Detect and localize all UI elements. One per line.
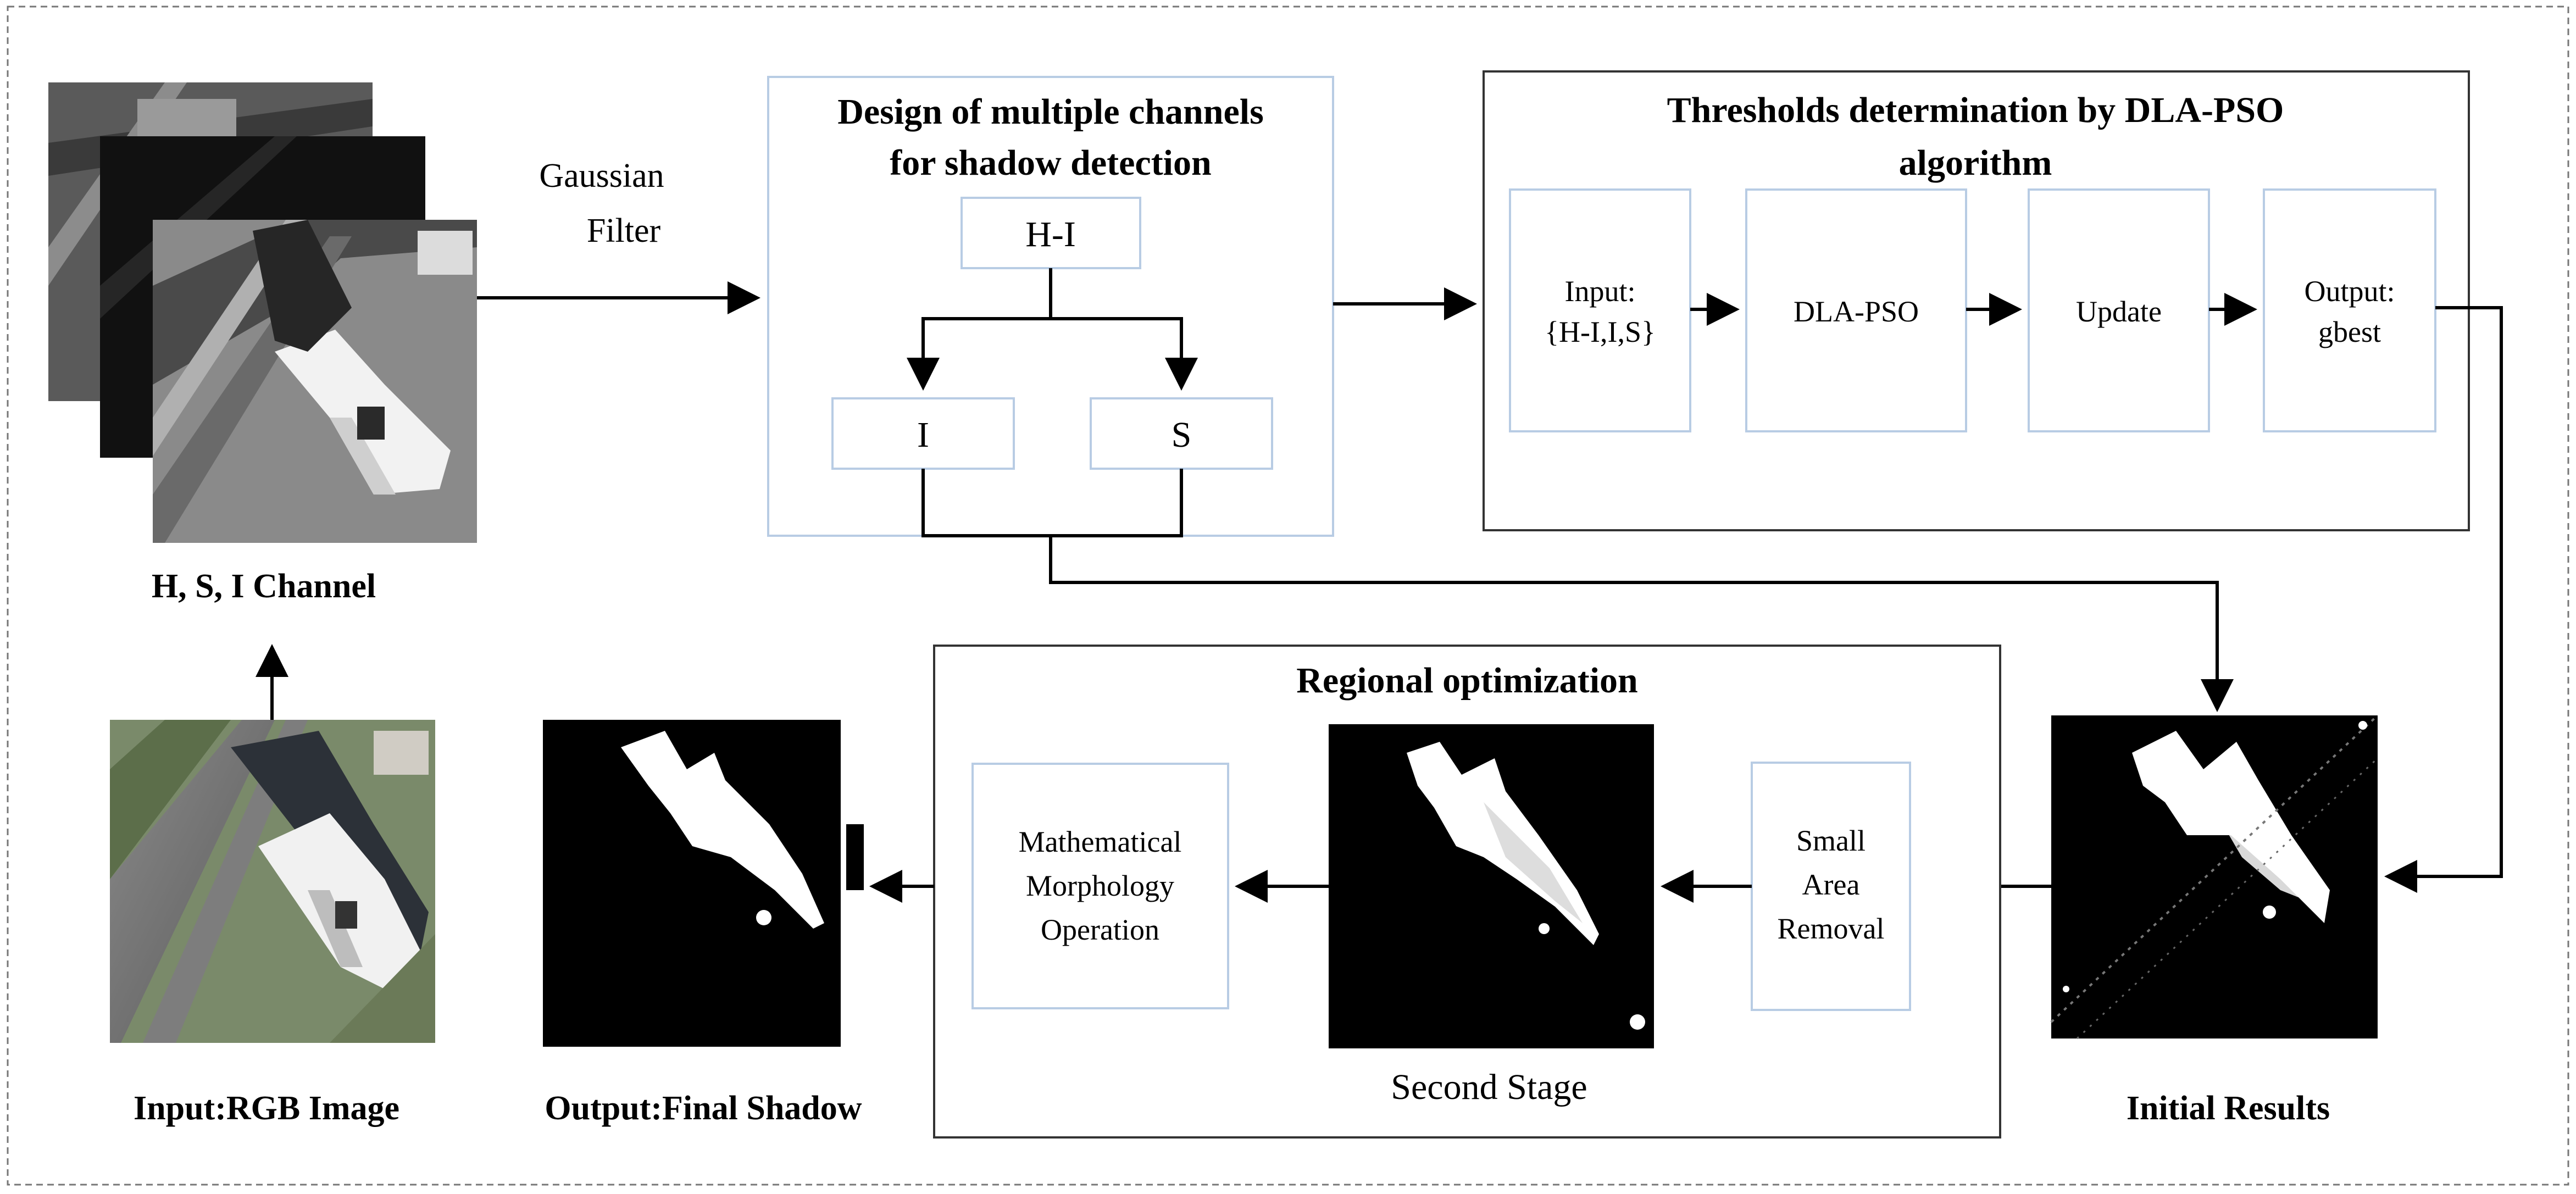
s-node — [1090, 397, 1273, 470]
update-node-label: Update — [2076, 295, 2162, 328]
arrow-hi-to-s — [1051, 317, 1198, 391]
hi-node — [961, 197, 1141, 269]
i-node-label: I — [917, 415, 929, 455]
thresholds-title-line2: algorithm — [1899, 143, 2052, 183]
update-node — [2028, 188, 2210, 432]
s-node-label: S — [1172, 415, 1192, 455]
regional-title: Regional optimization — [1296, 660, 1638, 701]
morphology-line3: Operation — [1041, 913, 1159, 946]
input-rgb-image — [110, 720, 435, 1043]
dlapso-node-label: DLA-PSO — [1794, 295, 1919, 328]
thresholds-title-line1: Thresholds determination by DLA-PSO — [1667, 90, 2284, 130]
hi-node-label: H-I — [1025, 214, 1076, 254]
output-node-line2: gbest — [2318, 315, 2381, 348]
small-area-node — [1751, 762, 1911, 1011]
small-area-line1: Small — [1796, 824, 1866, 857]
second-stage-image — [1329, 724, 1654, 1048]
input-node — [1509, 188, 1691, 432]
morphology-node — [971, 763, 1229, 1009]
design-channels-panel: Design of multiple channels for shadow d… — [767, 76, 1334, 537]
hsi-channel-label: H, S, I Channel — [152, 568, 376, 605]
hsi-channel-images — [48, 82, 477, 543]
gaussian-label-line2: Filter — [587, 212, 661, 249]
final-shadow-label: Output:Final Shadow — [545, 1090, 862, 1127]
small-area-line2: Area — [1802, 868, 1860, 901]
second-stage-label: Second Stage — [1391, 1067, 1587, 1107]
dlapso-node — [1745, 188, 1967, 432]
design-title-line2: for shadow detection — [890, 143, 1211, 183]
output-node-line1: Output: — [2304, 275, 2395, 308]
thresholds-panel: Thresholds determination by DLA-PSO algo… — [1483, 70, 2470, 531]
gaussian-label-line1: Gaussian — [539, 157, 664, 195]
final-shadow-image — [543, 720, 864, 1047]
arrow-hi-to-i — [907, 268, 1052, 391]
output-node — [2263, 188, 2436, 432]
morphology-line2: Morphology — [1026, 869, 1174, 902]
arrow-gbest-to-initial-results — [2384, 306, 2503, 893]
input-node-line1: Input: — [1565, 275, 1636, 308]
page-frame — [7, 5, 2569, 1186]
regional-optimization-panel: Regional optimization Small Area Removal… — [933, 645, 2001, 1139]
morphology-line1: Mathematical — [1019, 825, 1182, 858]
input-rgb-label: Input:RGB Image — [134, 1090, 399, 1127]
input-node-line2: {H-I,I,S} — [1545, 315, 1656, 348]
arrow-channels-to-initial-results — [1049, 536, 2234, 712]
initial-results-image — [2050, 714, 2379, 1040]
i-channel-image — [153, 220, 477, 543]
small-area-line3: Removal — [1778, 912, 1885, 945]
initial-results-label: Initial Results — [2127, 1090, 2330, 1127]
i-node — [831, 397, 1015, 470]
design-title-line1: Design of multiple channels — [837, 92, 1264, 132]
